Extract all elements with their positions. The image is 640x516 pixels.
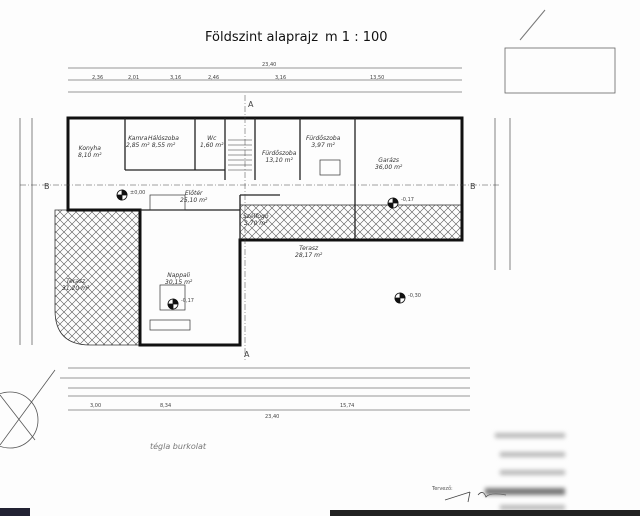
dimension: 3,16 [275, 75, 287, 81]
section-mark: A [244, 350, 250, 359]
outer-wall [66, 116, 464, 347]
level-value: -0,17 [181, 298, 194, 304]
dimension-top-total: 23,40 [262, 62, 277, 68]
dimension: 13,50 [370, 75, 385, 81]
dimension: 2,36 [92, 75, 104, 81]
terrace-right [239, 204, 463, 241]
scan-edge [330, 510, 640, 516]
dimension: 15,74 [340, 403, 355, 409]
scan-edge [0, 508, 30, 516]
terrace-left [54, 209, 141, 346]
level-value: -0,30 [408, 293, 421, 299]
section-mark: A [248, 100, 254, 109]
drawing-title: Földszint alaprajz [205, 30, 319, 45]
dimension: 2,01 [128, 75, 140, 81]
designer-label: Tervező: [432, 486, 453, 492]
level-value: -0,17 [401, 197, 414, 203]
section-mark: B [44, 182, 50, 191]
dimension: 2,46 [208, 75, 220, 81]
dimension-bottom-total: 23,40 [265, 414, 280, 420]
north-arrow [0, 369, 56, 449]
section-mark: B [470, 182, 476, 191]
material-note: tégla burkolat [150, 442, 207, 451]
dimension: 8,34 [160, 403, 172, 409]
drawing-scale: m 1 : 100 [325, 30, 388, 45]
dimension: 3,16 [170, 75, 182, 81]
level-value: ±0,00 [130, 190, 146, 196]
dimension: 3,00 [90, 403, 102, 409]
